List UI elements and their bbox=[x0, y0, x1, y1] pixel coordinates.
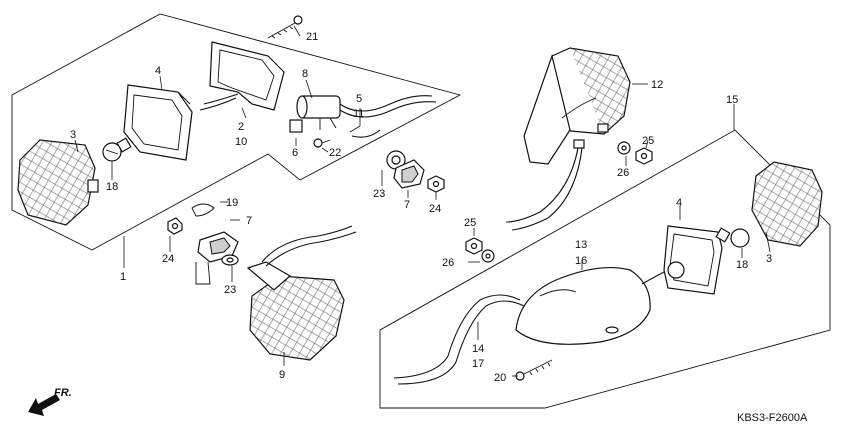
callout-4-left: 4 bbox=[155, 65, 161, 77]
callout-6: 6 bbox=[292, 147, 298, 159]
callout-10: 10 bbox=[235, 136, 247, 148]
callout-19: 19 bbox=[226, 197, 238, 209]
turn-signal-housing-left bbox=[123, 84, 193, 161]
callout-24-left: 24 bbox=[162, 253, 174, 265]
callout-3-right: 3 bbox=[766, 253, 772, 265]
callout-11: 11 bbox=[353, 108, 364, 120]
grommet-7-center bbox=[393, 159, 425, 189]
front-direction-arrow: FR. bbox=[28, 387, 72, 416]
leader-lines bbox=[74, 25, 771, 377]
collar-6 bbox=[289, 119, 303, 133]
callout-23-center: 23 bbox=[373, 188, 385, 200]
washer-23-left bbox=[221, 254, 239, 266]
callout-labels: 4 3 18 2 10 8 21 5 11 6 22 1 19 7 23 24 … bbox=[70, 31, 772, 384]
callout-12: 12 bbox=[651, 79, 663, 91]
nut-25-lower bbox=[465, 237, 483, 255]
callout-18-left: 18 bbox=[106, 181, 118, 193]
nut-24-center bbox=[427, 175, 445, 193]
turn-signal-base-bracket bbox=[199, 41, 285, 111]
callout-21: 21 bbox=[306, 31, 318, 43]
turn-signal-assembly-9 bbox=[246, 225, 357, 361]
callout-4-right: 4 bbox=[676, 197, 682, 209]
callout-7-center: 7 bbox=[404, 199, 410, 211]
front-left-group-frame bbox=[11, 13, 462, 251]
callout-25-lower: 25 bbox=[464, 217, 476, 229]
stay-19 bbox=[191, 203, 215, 285]
turn-signal-body-13 bbox=[393, 266, 669, 385]
grommet-7-left bbox=[197, 231, 239, 263]
callout-2: 2 bbox=[238, 121, 244, 133]
bulb-left bbox=[102, 137, 132, 162]
callout-26-upper: 26 bbox=[617, 167, 629, 179]
direction-label: FR. bbox=[54, 387, 72, 399]
washer-26-lower bbox=[481, 249, 495, 263]
washer-26-upper bbox=[617, 141, 631, 155]
screw-20 bbox=[515, 359, 553, 381]
callout-5: 5 bbox=[356, 93, 362, 105]
turn-signal-lens-right bbox=[751, 161, 823, 247]
callout-16: 16 bbox=[575, 255, 587, 267]
callout-7-left: 7 bbox=[246, 215, 252, 227]
turn-signal-assembly-12 bbox=[505, 47, 631, 231]
callout-13: 13 bbox=[575, 239, 587, 251]
callout-8: 8 bbox=[302, 68, 308, 80]
bolt-22 bbox=[313, 138, 331, 148]
rear-right-group-frame bbox=[379, 129, 831, 409]
callout-15: 15 bbox=[726, 94, 738, 106]
callout-14: 14 bbox=[472, 343, 484, 355]
turn-signal-lens-left bbox=[17, 139, 99, 226]
callout-1: 1 bbox=[120, 271, 126, 283]
diagram-code: KBS3-F2600A bbox=[737, 412, 808, 424]
callout-20: 20 bbox=[494, 372, 506, 384]
turn-signal-housing-right bbox=[663, 225, 723, 295]
callout-22: 22 bbox=[329, 147, 341, 159]
callout-24-center: 24 bbox=[429, 203, 441, 215]
callout-18-right: 18 bbox=[736, 259, 748, 271]
callout-17: 17 bbox=[472, 358, 484, 370]
nut-24-left bbox=[167, 217, 183, 235]
callout-23-left: 23 bbox=[224, 284, 236, 296]
bulb-right bbox=[715, 227, 750, 248]
callout-26-lower: 26 bbox=[442, 257, 454, 269]
mounting-unit-8 bbox=[296, 95, 341, 130]
nut-25-upper bbox=[635, 147, 653, 165]
wire-harness-left bbox=[339, 95, 437, 138]
callout-9: 9 bbox=[279, 369, 285, 381]
screw-21 bbox=[267, 15, 303, 39]
callout-25-upper: 25 bbox=[642, 135, 654, 147]
callout-3-left: 3 bbox=[70, 129, 76, 141]
